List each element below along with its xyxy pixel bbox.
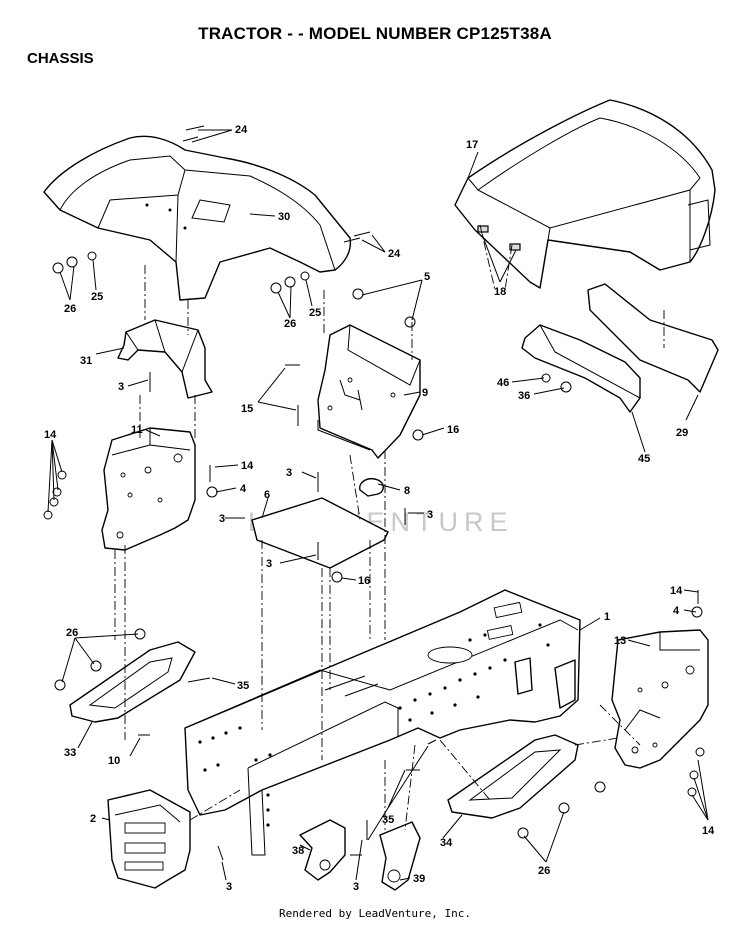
callout-24-top: 24 [235,124,248,136]
callout-16-bottom: 16 [358,575,370,587]
part-31-bracket[interactable] [117,319,213,399]
callout-33: 33 [64,747,76,759]
callout-35-center: 35 [382,814,394,826]
callout-5: 5 [424,271,430,283]
callout-1: 1 [604,611,610,623]
callout-26-mid: 26 [284,318,296,330]
callout-24-right: 24 [388,248,401,260]
callout-26-left: 26 [64,303,76,315]
leader-lines [47,129,709,881]
callout-45: 45 [638,453,650,465]
callout-3-midtop: 3 [286,467,292,479]
callout-25-left: 25 [91,291,103,303]
callout-15: 15 [241,403,253,415]
callout-3-bottomleft: 3 [226,881,232,893]
callout-14-mid: 14 [241,460,254,472]
callout-25-mid: 25 [309,307,321,319]
callout-6: 6 [264,489,270,501]
callout-16-top: 16 [447,424,459,436]
part-30-rear-fender[interactable] [43,135,352,301]
callout-14-right: 14 [670,585,683,597]
part-13-right-side-plate[interactable] [611,629,709,769]
assembly-centerlines [114,224,641,831]
part-33-left-footrest[interactable] [69,641,196,723]
callout-30: 30 [278,211,290,223]
callout-3-plate: 3 [266,558,272,570]
callout-2: 2 [90,813,96,825]
callout-11: 11 [131,424,143,436]
part-29-panel[interactable] [587,283,719,393]
callout-3-bracket: 3 [118,381,124,393]
callout-36: 36 [518,390,530,402]
part-39-bracket[interactable] [379,821,421,891]
callout-31: 31 [80,355,92,367]
part-1-main-frame[interactable] [184,589,581,856]
callout-14-bottomright: 14 [702,825,715,837]
callout-35-left: 35 [237,680,249,692]
part-17-hood[interactable] [454,99,716,289]
callout-3-center: 3 [353,881,359,893]
part-6-mount-plate[interactable] [251,497,389,569]
callout-10: 10 [108,755,120,767]
callout-4-mid: 4 [240,483,247,495]
part-11-side-plate[interactable] [101,427,196,551]
callout-numbers: 24 30 24 26 25 26 25 5 17 18 31 3 15 9 1… [44,124,715,893]
part-34-right-footrest[interactable] [447,734,579,819]
callout-4-right: 4 [673,605,680,617]
callout-46: 46 [497,377,509,389]
page-title: TRACTOR - - MODEL NUMBER CP125T38A [198,24,552,43]
callout-3-midleft: 3 [219,513,225,525]
part-38-bracket[interactable] [299,819,346,881]
callout-18: 18 [494,286,506,298]
callout-8: 8 [404,485,410,497]
callout-14-left: 14 [44,429,57,441]
part-2-rear-bracket[interactable] [107,789,191,889]
callout-26-footrest: 26 [66,627,78,639]
part-45-lower-dash[interactable] [521,324,641,413]
callout-39: 39 [413,873,425,885]
callout-9: 9 [422,387,428,399]
callout-13: 13 [614,635,626,647]
callout-38: 38 [292,845,304,857]
callout-29: 29 [676,427,688,439]
part-8-clip[interactable] [359,478,384,497]
footer-credit: Rendered by LeadVenture, Inc. [278,907,472,920]
part-9-dash-panel[interactable] [317,324,421,459]
section-title: CHASSIS [27,50,94,67]
callout-17: 17 [466,139,478,151]
callout-26-bottom: 26 [538,865,550,877]
callout-34: 34 [440,837,453,849]
callout-3-midright: 3 [427,509,433,521]
